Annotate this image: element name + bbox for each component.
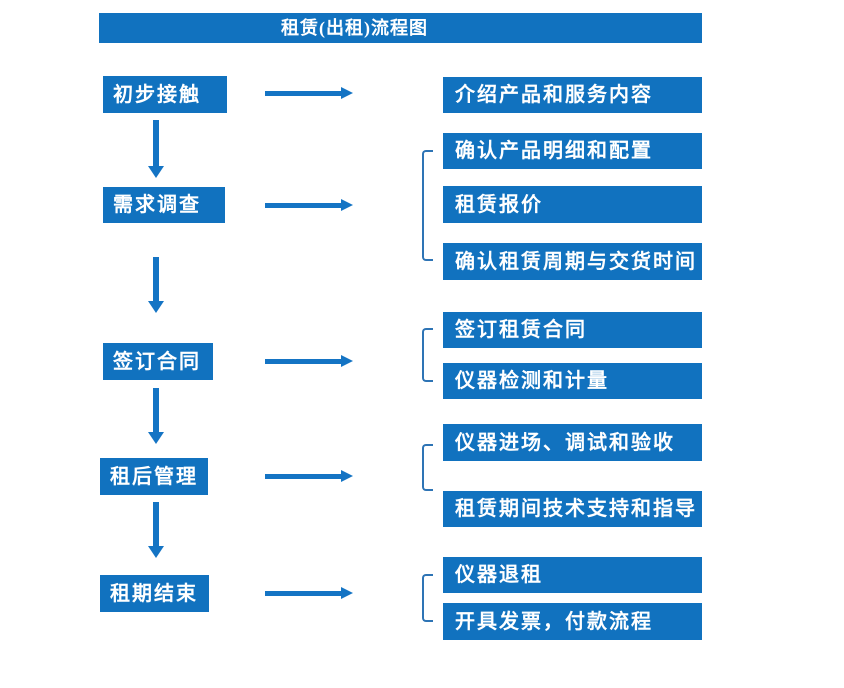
detail-label: 租赁期间技术支持和指导 — [455, 498, 697, 520]
stage-label: 租期结束 — [110, 582, 198, 605]
detail-label: 租赁报价 — [455, 193, 543, 216]
detail-box-confirm-period-delivery: 确认租赁周期与交货时间 — [443, 243, 702, 280]
stage-label: 初步接触 — [113, 83, 201, 106]
right-arrowhead-icon — [341, 587, 353, 599]
stage-box-initial-contact: 初步接触 — [103, 76, 227, 113]
down-arrow-1 — [148, 120, 164, 178]
detail-box-instrument-testing: 仪器检测和计量 — [443, 363, 702, 399]
detail-label: 开具发票，付款流程 — [455, 610, 653, 633]
down-arrowhead-icon — [148, 546, 164, 558]
right-arrow-sign-contract — [265, 355, 353, 368]
detail-label: 确认产品明细和配置 — [455, 140, 653, 162]
flowchart-title: 租赁(出租)流程图 — [281, 18, 428, 38]
right-arrow-post-rental — [265, 470, 353, 483]
detail-box-confirm-product-config: 确认产品明细和配置 — [443, 133, 702, 169]
detail-label: 介绍产品和服务内容 — [455, 84, 653, 106]
detail-box-rental-quote: 租赁报价 — [443, 186, 702, 223]
down-arrowhead-icon — [148, 301, 164, 313]
detail-label: 确认租赁周期与交货时间 — [455, 250, 697, 273]
detail-box-instrument-return: 仪器退租 — [443, 557, 702, 593]
down-arrowhead-icon — [148, 432, 164, 444]
stage-box-demand-survey: 需求调查 — [103, 187, 225, 223]
down-arrow-4 — [148, 502, 164, 558]
detail-box-instrument-entry-acceptance: 仪器进场、调试和验收 — [443, 424, 702, 461]
group-bracket-sign-contract — [422, 328, 433, 382]
down-arrow-3 — [148, 388, 164, 444]
group-bracket-post-rental — [422, 444, 433, 491]
detail-box-introduce-products: 介绍产品和服务内容 — [443, 77, 702, 113]
right-arrowhead-icon — [341, 199, 353, 211]
right-arrow-lease-end — [265, 587, 353, 600]
stage-box-post-rental-management: 租后管理 — [100, 458, 208, 495]
detail-box-sign-rental-contract: 签订租赁合同 — [443, 312, 702, 348]
right-arrowhead-icon — [341, 87, 353, 99]
right-arrow-demand-survey — [265, 199, 353, 212]
group-bracket-lease-end — [422, 574, 433, 622]
detail-label: 仪器检测和计量 — [455, 370, 609, 392]
detail-box-tech-support: 租赁期间技术支持和指导 — [443, 491, 702, 527]
group-bracket-demand-survey — [422, 150, 433, 261]
detail-label: 仪器进场、调试和验收 — [455, 431, 675, 454]
stage-box-sign-contract: 签订合同 — [103, 343, 213, 380]
stage-label: 签订合同 — [113, 350, 201, 373]
right-arrow-initial-contact — [265, 87, 353, 100]
flowchart-title-banner: 租赁(出租)流程图 — [99, 13, 702, 43]
stage-box-lease-end: 租期结束 — [100, 575, 209, 612]
right-arrowhead-icon — [341, 355, 353, 367]
down-arrowhead-icon — [148, 166, 164, 178]
detail-label: 签订租赁合同 — [455, 319, 587, 341]
down-arrow-2 — [148, 257, 164, 313]
detail-label: 仪器退租 — [455, 564, 543, 586]
stage-label: 需求调查 — [113, 194, 201, 216]
detail-box-invoice-payment: 开具发票，付款流程 — [443, 603, 702, 640]
stage-label: 租后管理 — [110, 465, 198, 488]
right-arrowhead-icon — [341, 470, 353, 482]
